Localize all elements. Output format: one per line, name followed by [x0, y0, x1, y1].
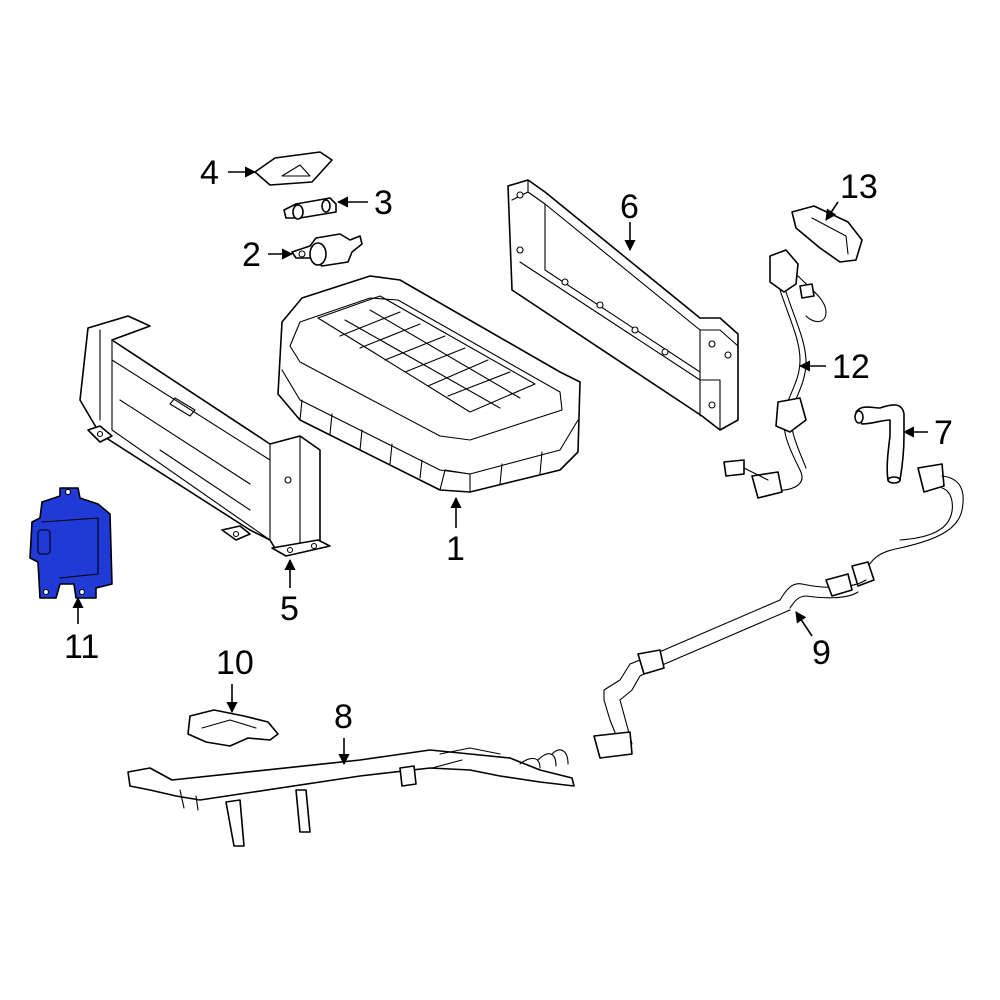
- part-8-wire-harness[interactable]: [127, 747, 575, 847]
- callout-9[interactable]: 9: [812, 634, 831, 672]
- part-5-frame-bracket[interactable]: [79, 315, 331, 557]
- callout-3[interactable]: 3: [374, 184, 393, 222]
- part-7-hose[interactable]: [854, 404, 905, 484]
- leader-lines: [72, 166, 928, 766]
- part-9-cable[interactable]: [593, 463, 964, 759]
- callout-13[interactable]: 13: [840, 168, 878, 206]
- callout-7[interactable]: 7: [934, 414, 953, 452]
- part-10-pad[interactable]: [187, 709, 279, 747]
- part-4-cover-plate[interactable]: [254, 151, 333, 186]
- callout-2[interactable]: 2: [242, 236, 261, 274]
- part-6-frame-bracket[interactable]: [507, 179, 739, 431]
- callout-5[interactable]: 5: [280, 590, 299, 628]
- part-13-cover[interactable]: [791, 205, 863, 263]
- leader-13: [825, 201, 839, 221]
- leader-9: [795, 611, 813, 637]
- callout-10[interactable]: 10: [216, 644, 254, 682]
- part-3-fuse[interactable]: [283, 197, 337, 220]
- part-2-plug[interactable]: [291, 233, 363, 267]
- callout-8[interactable]: 8: [334, 698, 353, 736]
- part-1-battery-pack[interactable]: [277, 275, 581, 493]
- callout-11[interactable]: 11: [64, 628, 99, 666]
- part-11-control-module[interactable]: [29, 487, 113, 599]
- callout-1[interactable]: 1: [446, 530, 465, 568]
- callout-4[interactable]: 4: [200, 154, 219, 192]
- callout-6[interactable]: 6: [620, 188, 639, 226]
- part-12-wire-harness[interactable]: [723, 249, 827, 499]
- callout-labels: 4 3 2 6 13 12 7 1 5 11 9 10 8: [64, 154, 953, 736]
- callout-12[interactable]: 12: [832, 348, 870, 386]
